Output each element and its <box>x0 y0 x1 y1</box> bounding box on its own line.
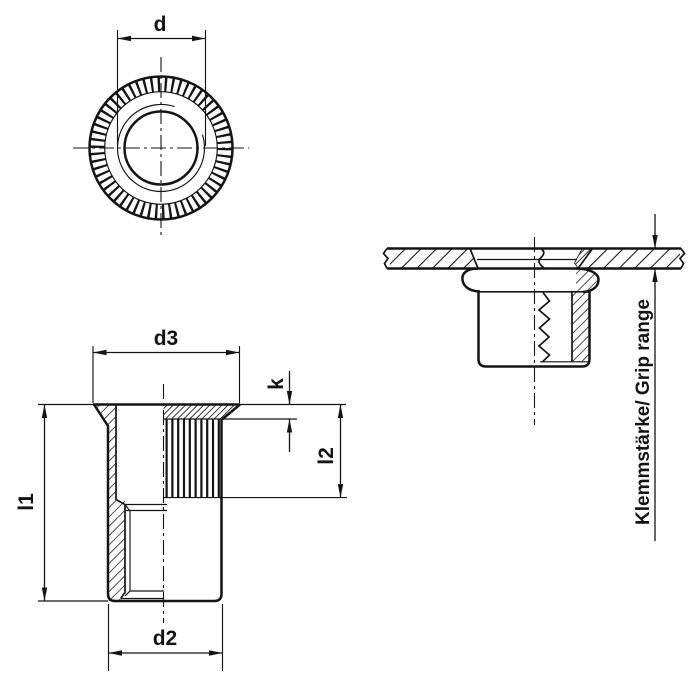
bulge-left <box>461 267 480 293</box>
left-contour <box>92 403 116 603</box>
dimension-k: k <box>265 371 293 452</box>
arrowhead <box>209 650 223 656</box>
dim-label-d2: d2 <box>153 627 178 650</box>
arrowhead <box>337 484 344 498</box>
sheet-break-line-right <box>678 248 686 269</box>
countersunk-head-knurl-band <box>163 404 240 419</box>
dim-label-l1: l1 <box>15 493 38 511</box>
countersink-edge-right <box>577 248 594 269</box>
arrowhead <box>41 587 48 601</box>
thread-bore-step <box>115 498 126 599</box>
arrowhead <box>117 35 131 42</box>
dim-label-d3: d3 <box>154 327 179 350</box>
arrowhead <box>337 404 344 418</box>
dimension-l1: l1 <box>15 404 48 601</box>
dimension-d3: d3 <box>92 327 241 403</box>
head-wall-section-hatch <box>94 405 116 500</box>
installed-view: Klemmstärke/ Grip range <box>382 214 686 541</box>
sheet-break-line-left <box>382 248 390 269</box>
sheet-left-hatch <box>390 249 478 268</box>
dim-label-k: k <box>265 378 288 390</box>
right-contour <box>214 403 241 603</box>
arrowhead <box>652 235 658 249</box>
dim-label-grip-range: Klemmstärke/ Grip range <box>633 299 654 525</box>
dimension-grip-range: Klemmstärke/ Grip range <box>633 214 658 541</box>
dimension-l2: l2 <box>315 404 344 498</box>
side-view: d3 k l1 l2 d2 <box>15 327 347 671</box>
dim-label-d: d <box>154 13 167 36</box>
dim-label-l2: l2 <box>315 447 338 465</box>
thread-crest-line <box>124 504 131 597</box>
thread-major-arc <box>116 103 206 193</box>
thread-squiggle-head <box>538 248 545 269</box>
countersink-edge-left <box>469 248 479 269</box>
threaded-wall-section-hatch <box>108 500 125 601</box>
arrowhead <box>192 35 206 42</box>
arrowhead <box>286 419 293 433</box>
arrowhead <box>286 391 293 405</box>
arrowhead <box>41 404 48 418</box>
arrowhead <box>108 650 122 656</box>
arrowhead <box>652 268 658 282</box>
wall-section-hatch <box>572 292 590 362</box>
dimension-d2: d2 <box>107 604 224 671</box>
thread-squiggle-body <box>537 291 551 363</box>
arrowhead <box>93 349 107 356</box>
top-view: d <box>73 13 249 238</box>
arrowhead <box>226 349 240 356</box>
bulge-right <box>575 267 600 294</box>
dimension-d: d <box>116 13 207 146</box>
bulge-section-hatch <box>576 269 599 292</box>
sheet-right-hatch <box>578 249 680 268</box>
